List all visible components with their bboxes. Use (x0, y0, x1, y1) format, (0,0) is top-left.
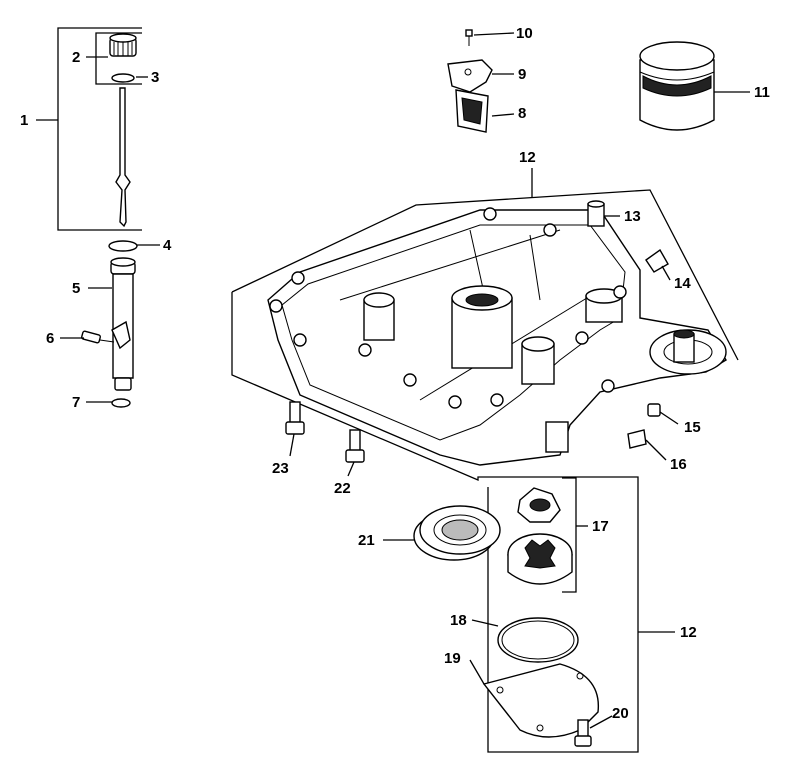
callout-17: 17 (592, 518, 609, 535)
callout-6: 6 (46, 330, 54, 347)
callout-21: 21 (358, 532, 375, 549)
callout-12-top: 12 (519, 149, 536, 166)
callout-2: 2 (72, 49, 80, 66)
leader-lines (60, 32, 750, 729)
callout-5: 5 (72, 280, 80, 297)
plug-16[interactable] (627, 429, 647, 449)
callout-22: 22 (334, 480, 351, 497)
oil-filter-11[interactable] (639, 41, 715, 131)
cover-plate-19[interactable] (482, 663, 600, 738)
callout-4: 4 (163, 237, 172, 254)
dipstick-tube-assembly[interactable] (81, 240, 138, 408)
oil-pump-rotor-17[interactable] (507, 477, 588, 593)
callout-19: 19 (444, 650, 461, 667)
bolt-22[interactable] (345, 429, 365, 463)
callout-1: 1 (20, 112, 28, 129)
callout-20: 20 (612, 705, 629, 722)
callout-23: 23 (272, 460, 289, 477)
screw-20[interactable] (574, 719, 592, 747)
callout-11: 11 (754, 84, 770, 101)
callout-12-side: 12 (680, 624, 697, 641)
callout-7: 7 (72, 394, 80, 411)
dipstick-assembly[interactable] (36, 27, 142, 231)
callout-8: 8 (518, 105, 526, 122)
callout-10: 10 (516, 25, 533, 42)
callout-3: 3 (151, 69, 159, 86)
oil-pan[interactable] (267, 207, 727, 466)
plug-14[interactable] (645, 248, 669, 273)
oil-seal-21[interactable] (413, 505, 501, 561)
bolt-23[interactable] (285, 401, 305, 435)
callout-15: 15 (684, 419, 701, 436)
callout-labels: 1 2 3 4 5 6 7 8 9 10 11 12 12 13 14 15 1… (20, 25, 770, 722)
callout-14: 14 (674, 275, 691, 292)
decal-8[interactable] (455, 89, 489, 133)
callout-18: 18 (450, 612, 467, 629)
plug-15[interactable] (647, 403, 661, 417)
callout-16: 16 (670, 456, 687, 473)
plug-13[interactable] (587, 200, 605, 227)
callout-9: 9 (518, 66, 526, 83)
bracket-9[interactable] (447, 59, 493, 93)
callout-13: 13 (624, 208, 641, 225)
o-ring-18[interactable] (497, 617, 579, 663)
oil-pan-bracket (231, 292, 639, 753)
screw-10[interactable] (465, 29, 473, 46)
